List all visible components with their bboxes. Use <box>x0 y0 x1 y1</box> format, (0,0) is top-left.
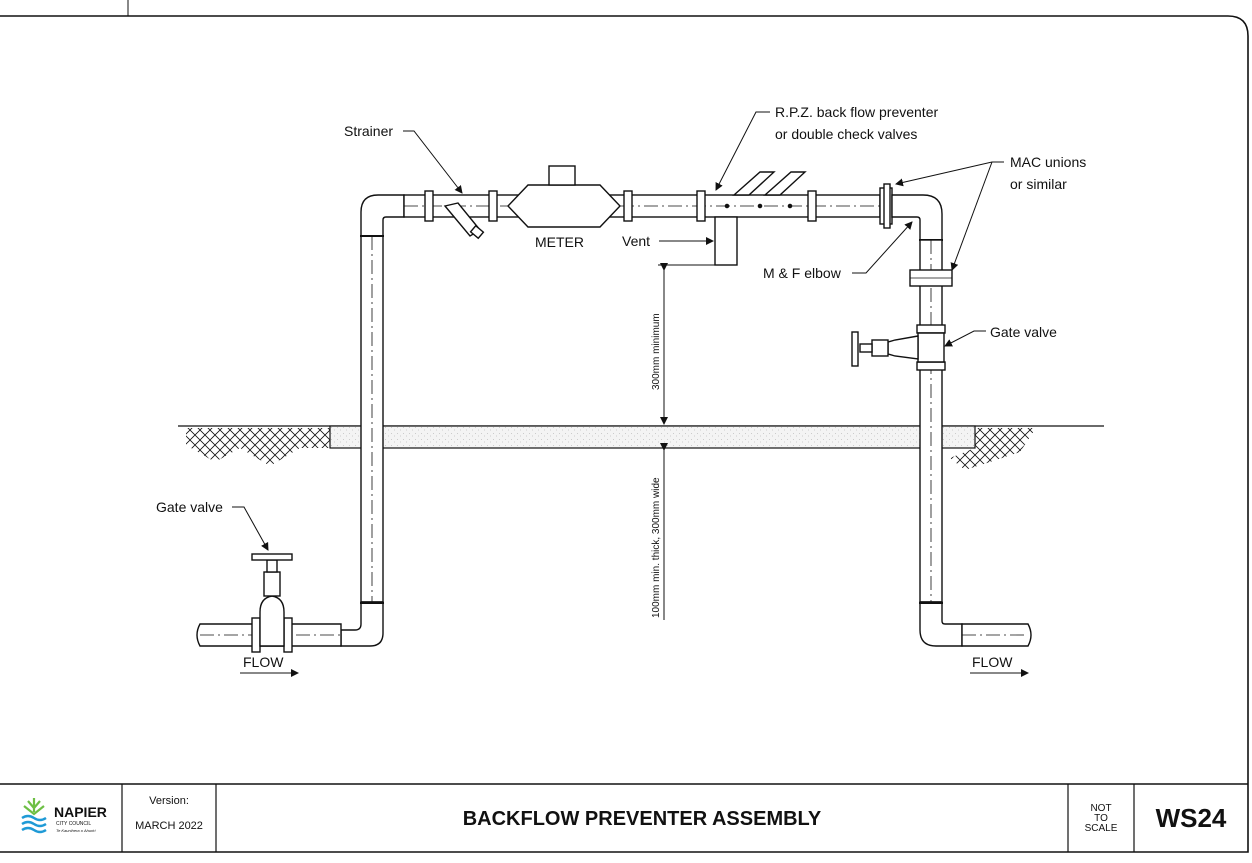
scale-line3: SCALE <box>1085 823 1118 834</box>
rpz-vent <box>714 216 738 266</box>
label-gate-valve-right: Gate valve <box>990 324 1057 340</box>
logo-sub: CITY COUNCIL <box>56 821 91 827</box>
soil-left <box>186 428 330 466</box>
label-gate-valve-left: Gate valve <box>156 499 223 515</box>
concrete-pad <box>329 425 976 449</box>
version-label: Version: <box>149 795 189 807</box>
label-flow-right: FLOW <box>972 654 1013 670</box>
version-value: MARCH 2022 <box>135 820 203 832</box>
label-mac-line2: or similar <box>1010 176 1067 192</box>
sheet-border <box>0 15 1249 853</box>
drawing-number: WS24 <box>1156 803 1227 833</box>
dimension-lines <box>658 263 715 620</box>
left-riser-pipe <box>340 194 405 647</box>
top-horizontal-pipe <box>403 165 893 266</box>
label-mf-elbow: M & F elbow <box>763 265 842 281</box>
inlet-pipe <box>196 553 342 653</box>
logo-tagline: Te Kaunihera o Ahuriri <box>56 828 96 833</box>
label-mac-line1: MAC unions <box>1010 154 1086 170</box>
rpz-handle-2 <box>763 171 807 196</box>
right-riser-pipe <box>851 194 1032 647</box>
label-rpz-line1: R.P.Z. back flow preventer <box>775 104 938 120</box>
logo-name: NAPIER <box>54 804 107 820</box>
label-meter: METER <box>535 234 584 250</box>
leader-lines <box>232 111 1029 677</box>
label-rpz-line2: or double check valves <box>775 126 917 142</box>
ground <box>178 425 1104 470</box>
gate-valve-right <box>851 324 946 371</box>
label-dim-above: 300mm minimum <box>651 313 662 390</box>
scale-line1: NOT <box>1090 803 1111 814</box>
napier-logo-icon <box>21 798 47 834</box>
label-dim-below: 100mm min. thick, 300mm wide <box>651 477 662 618</box>
label-flow-left: FLOW <box>243 654 284 670</box>
soil-right <box>950 428 1036 470</box>
title-block: NAPIER CITY COUNCIL Te Kaunihera o Ahuri… <box>0 783 1248 852</box>
label-vent: Vent <box>622 233 650 249</box>
gate-valve-left <box>251 553 293 653</box>
scale-line2: TO <box>1094 813 1108 824</box>
rpz-handle-1 <box>732 171 776 196</box>
meter-body <box>507 184 621 228</box>
drawing-title: BACKFLOW PREVENTER ASSEMBLY <box>463 808 822 830</box>
label-strainer: Strainer <box>344 123 393 139</box>
